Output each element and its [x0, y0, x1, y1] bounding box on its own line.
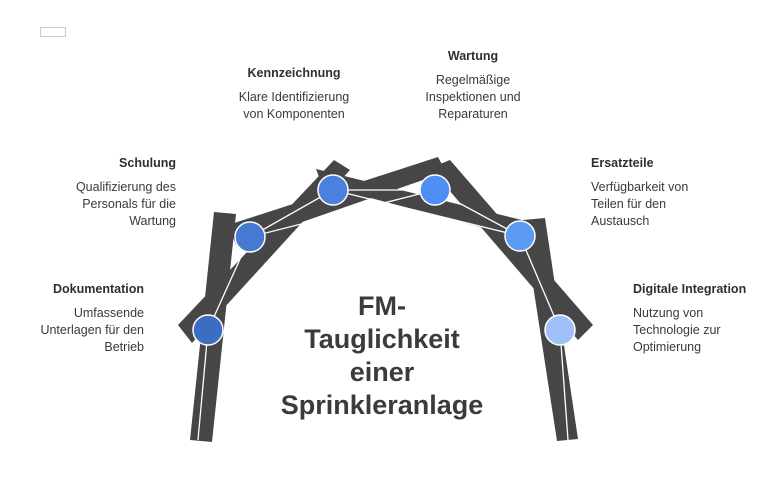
item-description: Nutzung von Technologie zur Optimierung [633, 305, 765, 356]
connector-line [249, 189, 436, 238]
desc-line: Klare Identifizierung [238, 90, 350, 104]
connector-line [207, 236, 251, 331]
node-dokumentation [192, 314, 224, 346]
label-ersatzteile: Ersatzteile Verfügbarkeit von Teilen für… [591, 155, 751, 230]
node-wartung [419, 174, 451, 206]
item-description: Umfassende Unterlagen für den Betrieb [0, 305, 144, 356]
desc-line: Betrieb [104, 340, 144, 354]
center-title-line: einer [349, 357, 415, 387]
connector-line [249, 189, 334, 238]
desc-line: Teilen für den [591, 197, 667, 211]
item-title: Dokumentation [53, 282, 144, 296]
label-digitale-integration: Digitale Integration Nutzung von Technol… [633, 281, 765, 356]
brand-logo [40, 27, 66, 37]
connector-line [332, 189, 521, 237]
item-title: Wartung [447, 49, 499, 63]
connector-line [197, 329, 209, 441]
beam-right-top [316, 169, 538, 242]
label-kennzeichnung: Kennzeichnung Klare Identifizierung von … [214, 65, 374, 123]
connector-line [519, 235, 561, 331]
desc-line: Optimierung [633, 340, 702, 354]
node-digitale-integration [544, 314, 576, 346]
label-schulung: Schulung Qualifizierung des Personals fü… [16, 155, 176, 230]
item-description: Regelmäßige Inspektionen und Reparaturen [393, 72, 553, 123]
connector-line [559, 329, 569, 441]
item-description: Klare Identifizierung von Komponenten [214, 89, 374, 123]
desc-line: Personals für die [82, 197, 176, 211]
desc-line: Technologie zur [633, 323, 721, 337]
label-wartung: Wartung Regelmäßige Inspektionen und Rep… [393, 48, 553, 123]
center-title: FM- Tauglichkeit einer Sprinkleranlage [262, 290, 502, 422]
item-title: Digitale Integration [633, 282, 747, 296]
label-dokumentation: Dokumentation Umfassende Unterlagen für … [0, 281, 144, 356]
desc-line: Regelmäßige [435, 73, 511, 87]
desc-line: Nutzung von [633, 306, 704, 320]
desc-line: Qualifizierung des [75, 180, 176, 194]
node-kennzeichnung [317, 174, 349, 206]
beam-right-2 [430, 160, 593, 340]
desc-line: von Komponenten [243, 107, 345, 121]
item-title: Ersatzteile [591, 156, 654, 170]
center-title-line: FM- [358, 291, 406, 321]
desc-line: Unterlagen für den [40, 323, 144, 337]
desc-line: Austausch [591, 214, 650, 228]
desc-line: Wartung [129, 214, 176, 228]
node-schulung [234, 221, 266, 253]
desc-line: Inspektionen und [425, 90, 521, 104]
connector-line [434, 189, 521, 237]
item-title: Kennzeichnung [247, 66, 341, 80]
item-title: Schulung [119, 156, 176, 170]
desc-line: Verfügbarkeit von [591, 180, 689, 194]
center-title-line: Sprinkleranlage [280, 390, 484, 420]
center-title-line: Tauglichkeit [304, 324, 460, 354]
desc-line: Reparaturen [438, 107, 508, 121]
item-description: Qualifizierung des Personals für die War… [16, 179, 176, 230]
item-description: Verfügbarkeit von Teilen für den Austaus… [591, 179, 751, 230]
node-ersatzteile [504, 220, 536, 252]
desc-line: Umfassende [73, 306, 144, 320]
